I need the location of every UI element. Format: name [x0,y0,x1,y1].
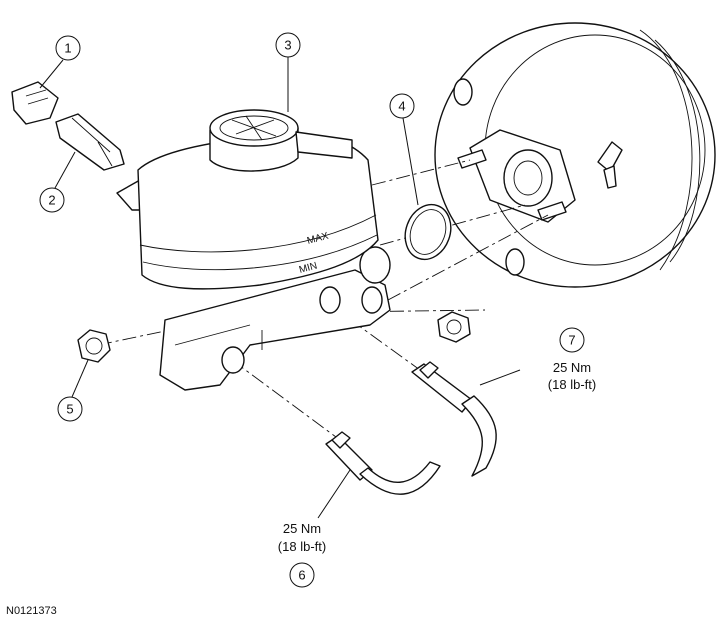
svg-text:7: 7 [568,332,575,347]
torque-6-metric: 25 Nm [283,521,321,536]
fluid-reservoir: MAX MIN [137,109,379,290]
brake-booster [434,22,716,288]
callout-6: 6 [289,562,315,588]
callout-3: 3 [275,32,301,58]
torque-7-imperial: (18 lb-ft) [548,377,596,392]
torque-6-imperial: (18 lb-ft) [278,539,326,554]
callout-1: 1 [55,35,81,61]
nut-right [437,311,471,343]
svg-text:3: 3 [284,37,291,52]
min-mark: MIN [298,261,319,276]
callout-2: 2 [39,187,65,213]
nut-left [77,329,111,363]
svg-text:5: 5 [66,401,73,416]
figure-id: N0121373 [6,605,57,617]
electrical-connector [11,81,59,125]
fluid-level-sensor [55,113,125,171]
o-ring [404,203,452,261]
callout-4: 4 [389,93,415,119]
master-cylinder [116,179,391,391]
svg-text:1: 1 [64,40,71,55]
svg-text:2: 2 [48,192,55,207]
brake-tube-7 [411,361,497,477]
callout-5: 5 [57,396,83,422]
brake-tube-6 [325,431,441,495]
torque-7-metric: 25 Nm [553,360,591,375]
svg-text:4: 4 [398,98,405,113]
callout-7: 7 [559,327,585,353]
svg-text:6: 6 [298,567,305,582]
